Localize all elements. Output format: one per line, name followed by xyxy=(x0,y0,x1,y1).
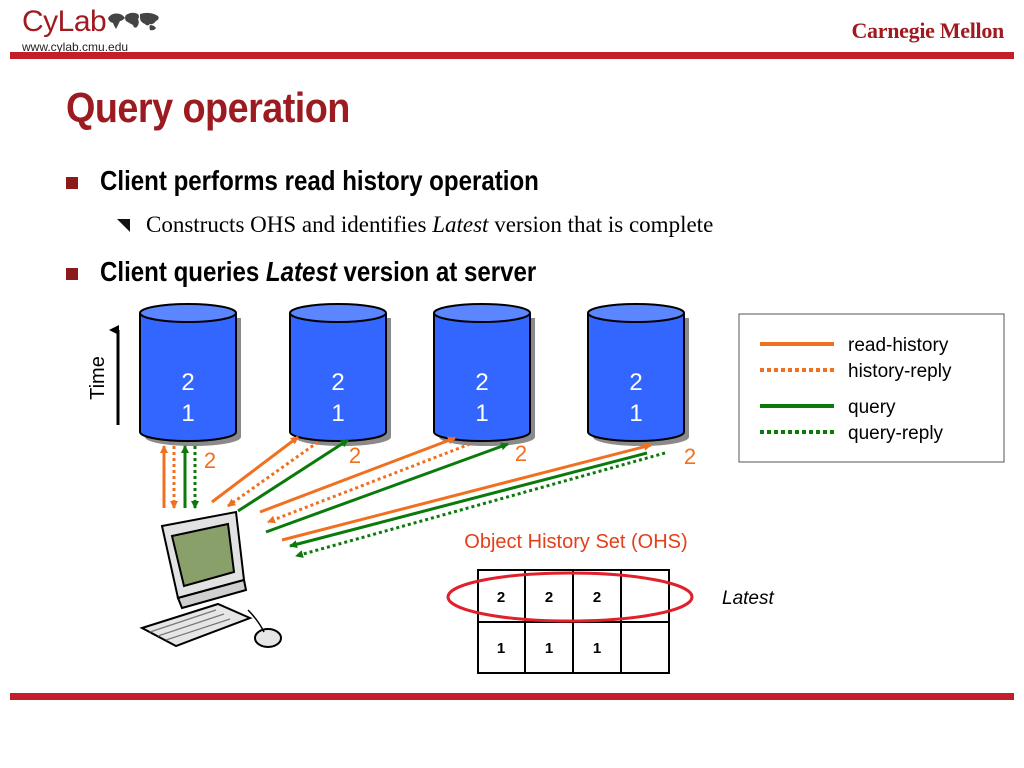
ohs-cell: 2 xyxy=(545,589,553,606)
server-4: 21 xyxy=(587,303,689,446)
legend-label: query xyxy=(848,397,896,418)
sub-bullet-marker xyxy=(117,219,130,232)
sub-bullet-emphasis: Latest xyxy=(432,212,489,237)
reply-version-label: 2 xyxy=(515,441,527,466)
header-divider xyxy=(10,52,1014,59)
read-history-arrow xyxy=(211,435,299,504)
reply-version-label: 2 xyxy=(684,444,696,469)
ohs-cell: 1 xyxy=(497,640,505,657)
server-version-bottom: 1 xyxy=(331,400,344,427)
legend: read-history history-reply query query-repl… xyxy=(738,313,1005,463)
server-1: 21 xyxy=(139,303,241,446)
query-arrow xyxy=(289,451,648,549)
server-version-top: 2 xyxy=(331,369,344,396)
sub-bullet-ohs: Constructs OHS and identifies Latest ver… xyxy=(146,212,713,238)
server-2: 21 xyxy=(289,303,391,446)
legend-label: query-reply xyxy=(848,423,944,444)
latest-highlight-ellipse xyxy=(446,571,694,623)
bullet-query-text-end: version at server xyxy=(336,256,537,287)
history-reply-arrow xyxy=(227,440,319,508)
ohs-cell: 1 xyxy=(545,640,553,657)
legend-label: read-history xyxy=(848,335,949,356)
reply-version-label: 2 xyxy=(349,443,361,468)
ohs-cell: 2 xyxy=(497,589,505,606)
server-3: 21 xyxy=(433,303,535,446)
bullet-marker xyxy=(66,268,78,280)
server-version-bottom: 1 xyxy=(181,400,194,427)
legend-label: history-reply xyxy=(848,361,952,382)
cmu-logo: Carnegie Mellon xyxy=(851,18,1004,43)
server-version-top: 2 xyxy=(475,369,488,396)
client-computer-icon xyxy=(139,510,282,648)
read-history-arrow xyxy=(259,436,456,514)
time-axis-label: Time xyxy=(87,356,109,400)
reply-version-label: 2 xyxy=(204,448,216,473)
bullet-marker xyxy=(66,177,78,189)
query-reply-arrow xyxy=(295,451,666,558)
query-arrow xyxy=(265,442,509,534)
query-arrow xyxy=(237,438,349,513)
server-version-bottom: 1 xyxy=(475,400,488,427)
cylab-url: www.cylab.cmu.edu xyxy=(22,40,129,54)
latest-label: Latest xyxy=(722,588,774,609)
ohs-cell: 1 xyxy=(593,640,601,657)
server-version-bottom: 1 xyxy=(629,400,642,427)
ohs-cell: 2 xyxy=(593,589,601,606)
cylab-logo: CyLab www.cylab.cmu.edu xyxy=(22,5,129,55)
server-version-top: 2 xyxy=(181,369,194,396)
bullet-query-text: Client queries xyxy=(100,256,266,287)
history-reply-arrow xyxy=(267,442,471,524)
bullet-query: Client queries Latest version at server xyxy=(100,256,536,288)
sub-bullet-text-end: version that is complete xyxy=(488,212,714,237)
footer-divider xyxy=(10,693,1014,700)
bullet-query-emphasis: Latest xyxy=(265,256,337,287)
page-title: Query operation xyxy=(66,84,350,131)
cylab-logo-text: CyLab xyxy=(22,5,107,38)
bullet-read-history: Client performs read history operation xyxy=(100,165,539,196)
sub-bullet-text: Constructs OHS and identifies xyxy=(146,212,433,237)
message-arrows xyxy=(160,435,666,558)
read-history-arrow xyxy=(281,442,652,542)
server-version-top: 2 xyxy=(629,369,642,396)
world-map-icon xyxy=(108,12,159,31)
ohs-label: Object History Set (OHS) xyxy=(464,531,687,553)
